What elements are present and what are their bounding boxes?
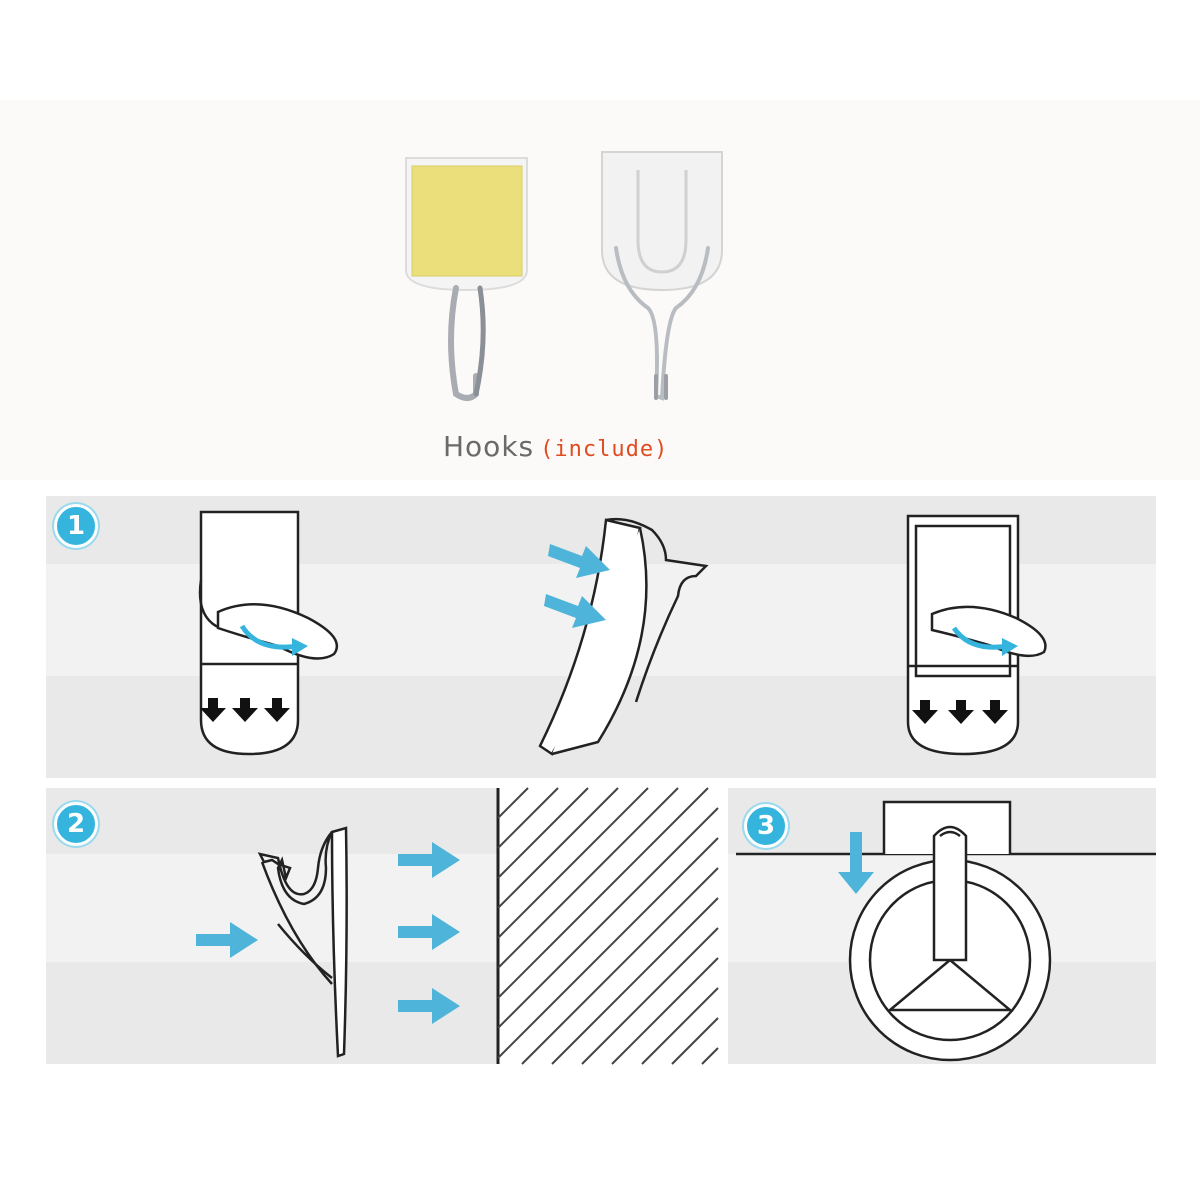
- hooks-product-photo: [405, 151, 723, 401]
- finger-peel-icon: [216, 603, 339, 660]
- ring-hook-icon: [848, 825, 1052, 1062]
- down-arrow-icon-group-left: [200, 698, 290, 722]
- caption-main: Hooks: [443, 430, 535, 463]
- hooks-caption: Hooks(include): [443, 430, 668, 463]
- caption-include: (include): [540, 437, 669, 462]
- wall-hatch-lines: [497, 787, 719, 1065]
- step-2-badge: 2: [54, 802, 98, 846]
- wall-hatch-icon: [498, 788, 718, 1064]
- finger-peel-icon-right: [930, 605, 1047, 658]
- push-arrow-icon-group: [196, 842, 460, 1024]
- step-1-illustrations: [198, 510, 1047, 756]
- product-area: [0, 100, 1200, 480]
- hook-side-icon: [257, 826, 348, 1058]
- angled-hook-card: [538, 517, 709, 756]
- down-arrow-icon: [838, 832, 874, 894]
- step-2-illustrations: [196, 787, 719, 1065]
- step-1-badge: 1: [54, 504, 98, 548]
- press-arrow-icon-group: [544, 544, 610, 628]
- step-3-illustrations: [736, 800, 1156, 1062]
- hook-back-image: [405, 157, 528, 401]
- step-3-badge: 3: [744, 804, 788, 848]
- hook-front-image: [601, 151, 723, 401]
- down-arrow-icon-group-right: [912, 700, 1008, 724]
